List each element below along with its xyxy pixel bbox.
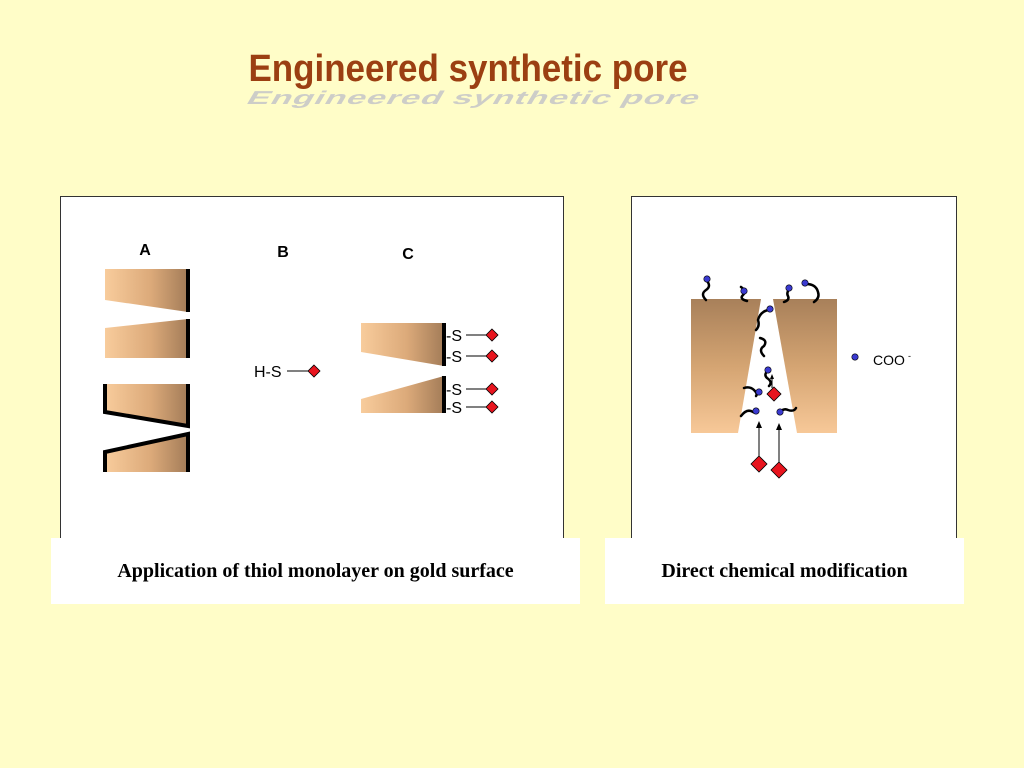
legend-carboxylate: COO -	[851, 351, 911, 368]
carboxylate-dots	[703, 275, 809, 416]
caption-thiol-monolayer: Application of thiol monolayer on gold s…	[51, 538, 580, 604]
legend-text: COO	[873, 352, 905, 368]
s-label-1: -S	[446, 328, 462, 345]
s-label-3: -S	[446, 382, 462, 399]
label-c: C	[402, 246, 414, 263]
entering-molecules	[750, 374, 788, 479]
caption-chemical-modification: Direct chemical modification	[605, 538, 964, 604]
slide-title: Engineered synthetic pore	[248, 48, 688, 90]
pore-modified	[691, 299, 837, 433]
pore-c	[361, 323, 446, 413]
thiol-label: H-S	[254, 364, 282, 381]
label-b: B	[277, 244, 289, 261]
label-a: A	[139, 242, 151, 259]
s-label-2: -S	[446, 349, 462, 366]
slide-title-block: Engineered synthetic pore Engineered syn…	[0, 48, 936, 118]
s-label-4: -S	[446, 400, 462, 417]
legend-dot-icon	[851, 353, 859, 361]
legend-superscript: -	[908, 351, 911, 361]
pore-a-upper	[105, 269, 190, 358]
thiol-chains-c: -S -S -S -S	[446, 328, 499, 417]
pore-a-lower	[103, 384, 190, 472]
thiol-molecule: H-S	[254, 364, 321, 381]
